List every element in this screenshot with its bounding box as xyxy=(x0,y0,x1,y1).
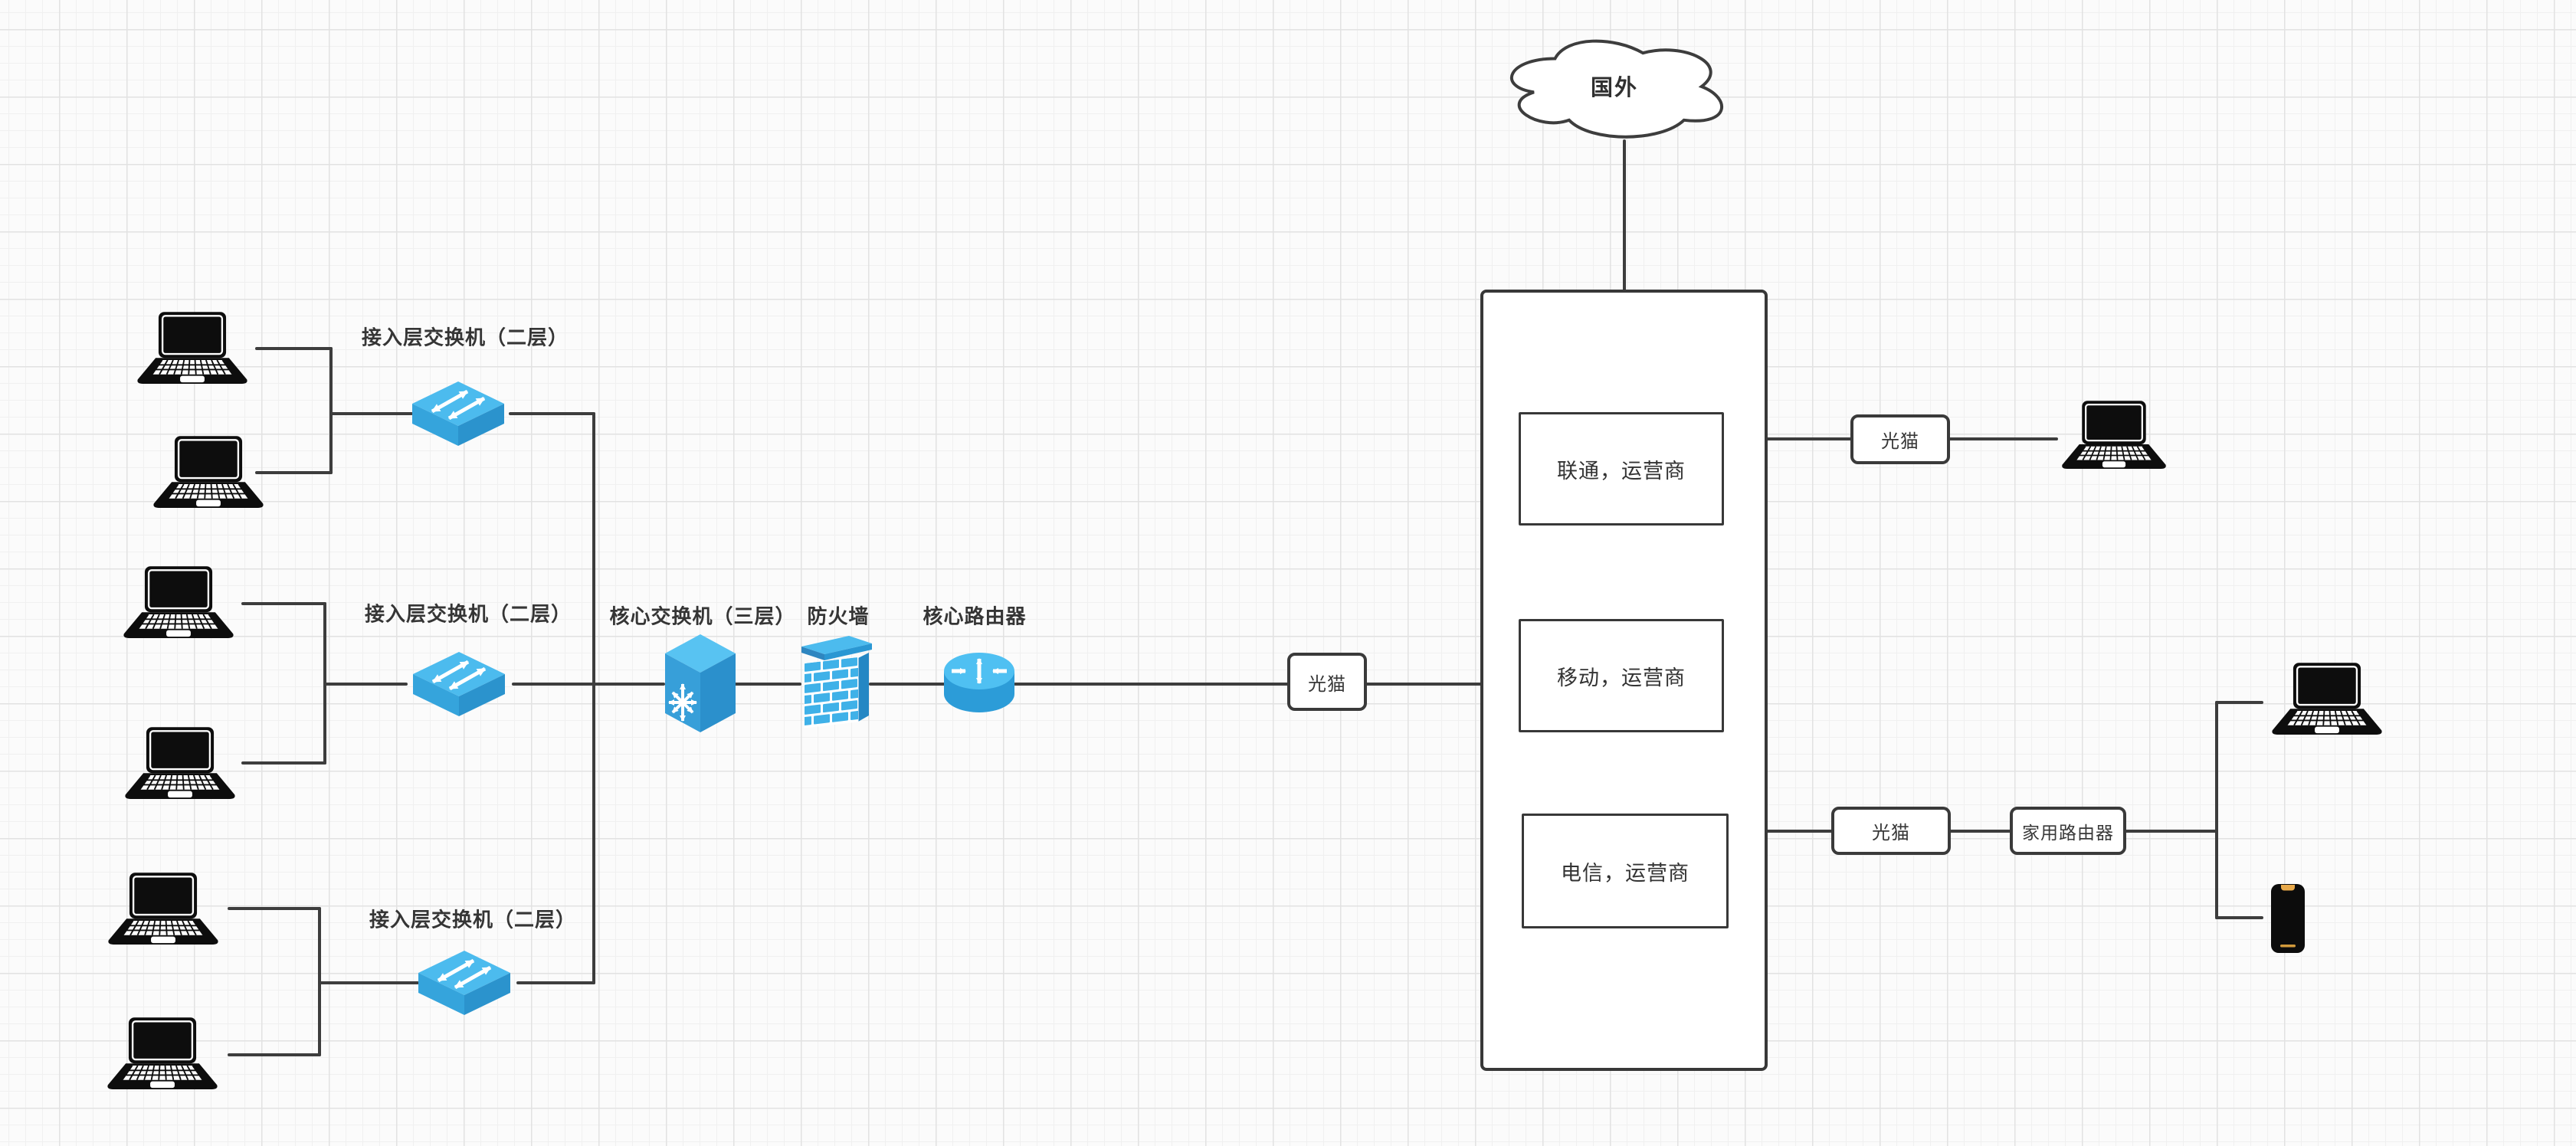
connector xyxy=(1948,437,2058,440)
connector-bus xyxy=(592,412,595,984)
connector xyxy=(1766,437,1852,440)
optical-modem-box[interactable]: 光猫 xyxy=(1287,653,1367,711)
optical-modem-box[interactable]: 光猫 xyxy=(1831,807,1951,855)
connector xyxy=(228,1053,321,1056)
optical-modem-label: 光猫 xyxy=(1881,431,1919,452)
layer3-core-switch-icon[interactable] xyxy=(664,633,737,734)
core-switch-label: 核心交换机（三层） xyxy=(609,604,796,628)
laptop-icon[interactable] xyxy=(123,726,238,801)
connector xyxy=(2215,701,2218,919)
smartphone-icon[interactable] xyxy=(2271,884,2305,953)
connector xyxy=(512,683,665,686)
carrier-telecom-label: 电信，运营商 xyxy=(1561,861,1689,885)
connector xyxy=(2215,916,2263,919)
laptop-icon[interactable] xyxy=(2060,400,2168,471)
optical-modem-label: 光猫 xyxy=(1872,823,1910,843)
carrier-telecom-box[interactable]: 电信，运营商 xyxy=(1522,814,1729,928)
connector xyxy=(255,471,333,474)
access-switch-label: 接入层交换机（二层） xyxy=(361,326,569,349)
connector xyxy=(2125,830,2218,833)
firewall-label: 防火墙 xyxy=(807,604,870,628)
connector xyxy=(329,412,413,415)
connector xyxy=(1949,830,2011,833)
laptop-icon[interactable] xyxy=(151,435,266,510)
connector xyxy=(734,683,801,686)
connector xyxy=(255,347,333,350)
connector xyxy=(329,347,333,474)
access-switch-label: 接入层交换机（二层） xyxy=(369,908,577,932)
firewall-icon[interactable] xyxy=(798,633,875,732)
core-router-icon[interactable] xyxy=(942,650,1016,717)
carrier-mobile-label: 移动，运营商 xyxy=(1557,666,1686,689)
optical-modem-label: 光猫 xyxy=(1308,673,1346,695)
connector xyxy=(869,683,946,686)
layer2-switch-icon[interactable] xyxy=(417,949,512,1017)
connector xyxy=(323,683,408,686)
connector xyxy=(241,761,326,765)
carrier-mobile-box[interactable]: 移动，运营商 xyxy=(1519,619,1724,732)
connector xyxy=(1766,830,1833,833)
connector xyxy=(228,907,321,910)
connector xyxy=(2215,701,2263,704)
optical-modem-box[interactable]: 光猫 xyxy=(1850,414,1950,464)
carrier-unicom-box[interactable]: 联通，运营商 xyxy=(1519,412,1724,526)
home-router-label: 家用路由器 xyxy=(2022,822,2114,843)
layer2-switch-icon[interactable] xyxy=(411,380,506,447)
connector xyxy=(509,412,595,415)
access-switch-label: 接入层交换机（二层） xyxy=(364,602,572,626)
core-router-label: 核心路由器 xyxy=(923,604,1027,628)
laptop-icon[interactable] xyxy=(106,872,221,947)
home-router-box[interactable]: 家用路由器 xyxy=(2010,807,2126,855)
connector xyxy=(241,602,326,605)
carrier-unicom-label: 联通，运营商 xyxy=(1557,459,1686,483)
connector xyxy=(1365,683,1482,686)
laptop-icon[interactable] xyxy=(135,311,250,386)
connector xyxy=(516,981,595,984)
connector xyxy=(318,981,419,984)
layer2-switch-icon[interactable] xyxy=(411,650,506,718)
cloud-label: 国外 xyxy=(1590,76,1639,100)
laptop-icon[interactable] xyxy=(105,1017,220,1092)
connector-cloud xyxy=(1623,139,1626,291)
connector xyxy=(1014,683,1289,686)
laptop-icon[interactable] xyxy=(121,565,236,640)
laptop-icon[interactable] xyxy=(2270,662,2384,737)
